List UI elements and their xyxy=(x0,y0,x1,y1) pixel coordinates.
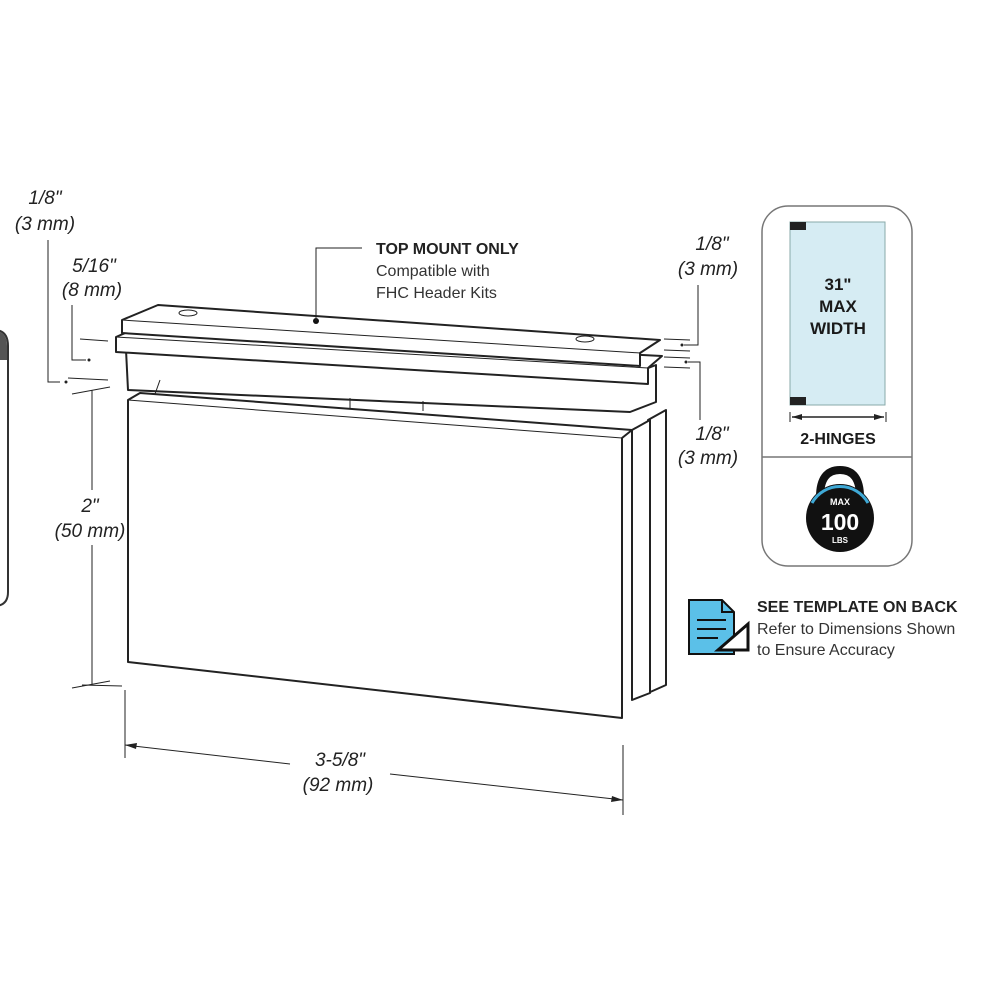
svg-text:WIDTH: WIDTH xyxy=(810,319,866,338)
svg-text:(3 mm): (3 mm) xyxy=(678,259,738,280)
svg-text:MAX: MAX xyxy=(830,497,850,507)
callout-title: TOP MOUNT ONLY xyxy=(376,241,519,258)
dimension-right-bottom: 1/8" (3 mm) xyxy=(663,356,738,469)
svg-text:(50 mm): (50 mm) xyxy=(55,521,126,542)
svg-text:to Ensure Accuracy: to Ensure Accuracy xyxy=(757,642,895,659)
svg-text:2-HINGES: 2-HINGES xyxy=(800,431,876,448)
document-ruler-icon xyxy=(688,599,750,655)
top-mount-callout: TOP MOUNT ONLY Compatible with FHC Heade… xyxy=(313,241,519,324)
dimension-right-top: 1/8" (3 mm) xyxy=(663,234,738,352)
dimension-left-mid: 5/16" (8 mm) xyxy=(62,256,122,362)
svg-text:(8 mm): (8 mm) xyxy=(62,280,122,301)
svg-text:3-5/8": 3-5/8" xyxy=(315,750,366,771)
svg-text:LBS: LBS xyxy=(832,536,849,545)
svg-text:100: 100 xyxy=(821,509,859,535)
hinge-drawing xyxy=(115,304,667,719)
svg-text:1/8": 1/8" xyxy=(28,188,62,209)
adjacent-card-fragment xyxy=(0,329,9,607)
svg-text:MAX: MAX xyxy=(819,297,857,316)
spec-card: 31" MAX WIDTH 2-HINGES MAX 100 LBS xyxy=(761,205,913,567)
svg-text:(3 mm): (3 mm) xyxy=(678,448,738,469)
glass-door-icon xyxy=(789,221,886,406)
weight-icon: MAX 100 LBS xyxy=(806,465,874,552)
callout-line-1: Compatible with xyxy=(376,263,490,280)
clamp-front-panel xyxy=(127,392,633,719)
middle-panel-edge xyxy=(631,419,651,701)
svg-text:31": 31" xyxy=(825,275,852,294)
svg-text:SEE TEMPLATE ON BACK: SEE TEMPLATE ON BACK xyxy=(757,599,958,616)
callout-line-2: FHC Header Kits xyxy=(376,285,497,302)
dimension-height: 2" (50 mm) xyxy=(55,386,126,689)
svg-text:(92 mm): (92 mm) xyxy=(303,775,374,796)
svg-text:5/16": 5/16" xyxy=(72,256,117,277)
svg-text:1/8": 1/8" xyxy=(695,234,729,255)
dimension-width: 3-5/8" (92 mm) xyxy=(124,690,624,815)
template-note: SEE TEMPLATE ON BACK Refer to Dimensions… xyxy=(688,599,958,659)
svg-text:(3 mm): (3 mm) xyxy=(15,214,75,235)
svg-text:2": 2" xyxy=(80,496,100,517)
svg-text:Refer to Dimensions Shown: Refer to Dimensions Shown xyxy=(757,621,955,638)
hinge-top-icon xyxy=(790,222,806,230)
svg-text:1/8": 1/8" xyxy=(695,424,729,445)
hinge-bottom-icon xyxy=(790,397,806,405)
dimension-left-top: 1/8" (3 mm) xyxy=(15,188,109,384)
